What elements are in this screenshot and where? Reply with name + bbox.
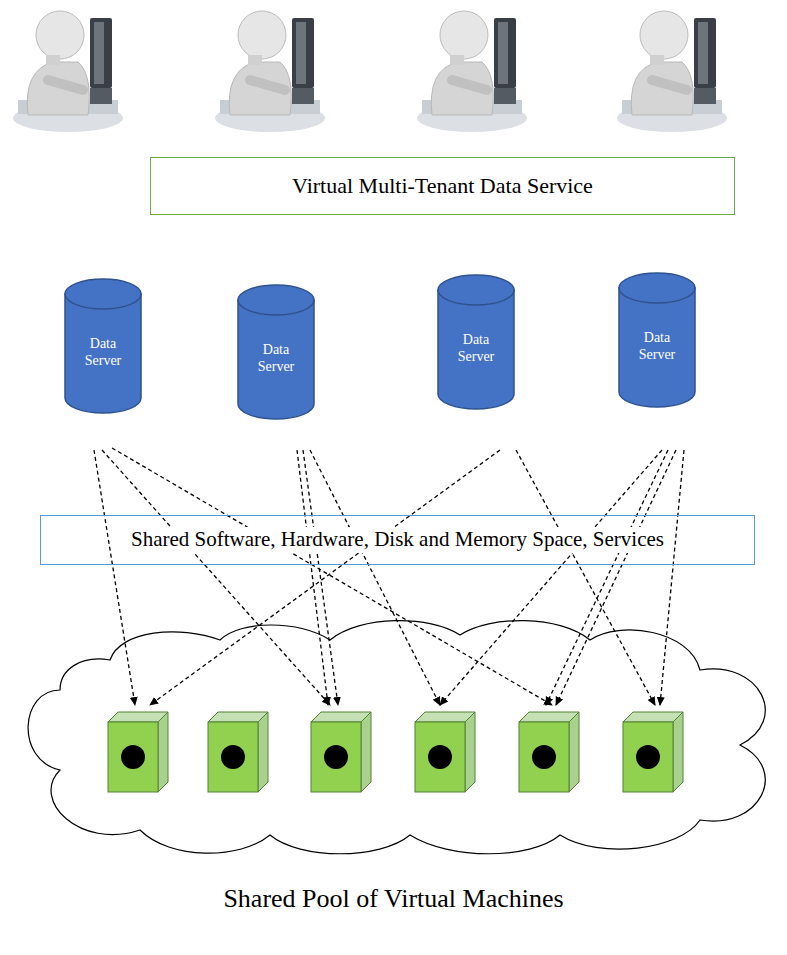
data-server-cylinder: Data Server [237, 284, 315, 420]
server-label: Data Server [632, 330, 682, 364]
server-label: Data Server [78, 336, 128, 370]
caption: Shared Pool of Virtual Machines [0, 884, 787, 914]
box-label: Shared Software, Hardware, Disk and Memo… [129, 527, 666, 552]
service-box: Virtual Multi-Tenant Data Service [150, 157, 735, 215]
data-server-cylinder: Data Server [64, 278, 142, 414]
data-server-cylinder: Data Server [437, 274, 515, 410]
dashed-arrows [94, 448, 684, 705]
data-server-cylinder: Data Server [618, 272, 696, 408]
shared-resources-band: Shared Software, Hardware, Disk and Memo… [40, 515, 755, 565]
server-label: Data Server [451, 332, 501, 366]
server-label: Data Server [251, 342, 301, 376]
box-label: Virtual Multi-Tenant Data Service [292, 173, 593, 199]
